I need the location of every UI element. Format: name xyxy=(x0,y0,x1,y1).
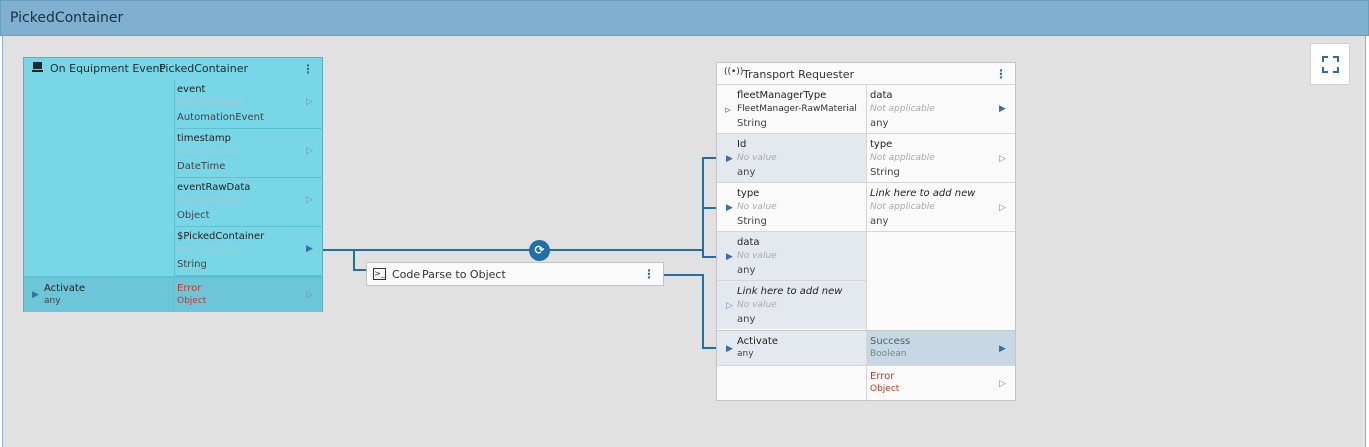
input-arrow-icon[interactable]: ▶ xyxy=(726,252,733,262)
input-port-data[interactable]: ▶ data No value any xyxy=(717,232,866,280)
output-port-pickedcontainer[interactable]: $PickedContainer Not applicable String ▶ xyxy=(174,227,323,276)
output-port-data[interactable]: data Not applicable any ▶ xyxy=(870,90,1006,129)
equipment-event-node[interactable]: On Equipment Event PickedContainer ⋮ eve… xyxy=(23,57,323,312)
code-node[interactable]: >_ Code Parse to Object ⋮ xyxy=(366,262,664,286)
output-port-timestamp[interactable]: timestamp Not applicable DateTime ▷ xyxy=(174,129,323,178)
input-link-icon[interactable]: ⊳ xyxy=(724,106,732,116)
input-arrow-icon[interactable]: ▶ xyxy=(726,203,733,213)
input-arrow-icon[interactable]: ▷ xyxy=(726,301,733,311)
fullscreen-button[interactable] xyxy=(1310,43,1350,85)
column-divider xyxy=(174,80,175,312)
success-port[interactable]: Success Boolean ▶ xyxy=(867,331,1015,365)
output-arrow-icon[interactable]: ▷ xyxy=(999,379,1006,389)
input-arrow-icon[interactable]: ▶ xyxy=(726,344,733,354)
node-title: On Equipment Event xyxy=(50,62,164,75)
error-port[interactable]: Error Object ▷ xyxy=(870,371,1006,394)
wire-to-activate xyxy=(664,274,716,349)
output-arrow-icon[interactable]: ▷ xyxy=(306,195,313,205)
node-title: Transport Requester xyxy=(743,68,855,81)
code-title: Parse to Object xyxy=(422,268,506,281)
equipment-icon xyxy=(32,62,43,73)
output-port-add-new[interactable]: Link here to add new Not applicable any … xyxy=(870,188,1006,227)
output-arrow-icon[interactable]: ▷ xyxy=(999,203,1006,213)
output-arrow-icon[interactable]: ▶ xyxy=(999,344,1006,354)
output-port-eventrawdata[interactable]: eventRawData Not applicable Object ▷ xyxy=(174,178,323,227)
input-port-fleetmanagertype[interactable]: ⊳ fleetManagerType FleetManager-RawMater… xyxy=(724,90,857,129)
window-title: PickedContainer xyxy=(10,10,124,26)
output-port-event[interactable]: event Not applicable AutomationEvent ▷ xyxy=(174,80,323,129)
transport-requester-node[interactable]: ((•)) Transport Requester ⋮ ⊳ fleetManag… xyxy=(716,62,1016,401)
input-port-id[interactable]: ▶ Id No value any xyxy=(717,134,866,182)
output-arrow-icon[interactable]: ▷ xyxy=(999,154,1006,164)
terminal-icon: >_ xyxy=(373,268,386,280)
broadcast-icon: ((•)) xyxy=(724,67,744,77)
fullscreen-icon xyxy=(1322,56,1339,73)
input-arrow-icon[interactable]: ▶ xyxy=(32,290,39,300)
output-arrow-icon[interactable]: ▶ xyxy=(999,104,1006,114)
more-options-icon[interactable]: ⋮ xyxy=(995,67,1007,81)
node-header: ((•)) Transport Requester ⋮ xyxy=(717,63,1015,85)
wire-to-data xyxy=(702,250,716,258)
input-port-add-new[interactable]: ▷ Link here to add new No value any xyxy=(717,281,866,329)
window-header: PickedContainer xyxy=(0,0,1369,36)
input-port-type[interactable]: ▶ type No value String xyxy=(726,188,777,227)
output-arrow-icon[interactable]: ▷ xyxy=(306,97,313,107)
wire-to-type xyxy=(702,207,716,250)
wire-to-code xyxy=(353,250,366,271)
node-subtitle: PickedContainer xyxy=(159,62,248,75)
output-arrow-icon[interactable]: ▶ xyxy=(306,244,313,254)
input-arrow-icon[interactable]: ▶ xyxy=(726,154,733,164)
sync-icon[interactable]: ⟳ xyxy=(529,240,550,261)
wire-to-id xyxy=(323,157,716,251)
activate-port[interactable]: ▶ Activate any xyxy=(717,331,866,365)
more-options-icon[interactable]: ⋮ xyxy=(302,62,314,76)
column-divider xyxy=(866,85,867,401)
output-arrow-icon[interactable]: ▷ xyxy=(306,290,313,300)
code-label: Code xyxy=(392,268,421,281)
node-header: On Equipment Event PickedContainer ⋮ xyxy=(24,58,322,80)
column-divider xyxy=(173,278,174,312)
node-footer: ▶ Activate any Error Object ▷ xyxy=(24,276,322,312)
output-arrow-icon[interactable]: ▷ xyxy=(306,146,313,156)
more-options-icon[interactable]: ⋮ xyxy=(643,267,655,281)
output-port-type[interactable]: type Not applicable String ▷ xyxy=(870,139,1006,178)
